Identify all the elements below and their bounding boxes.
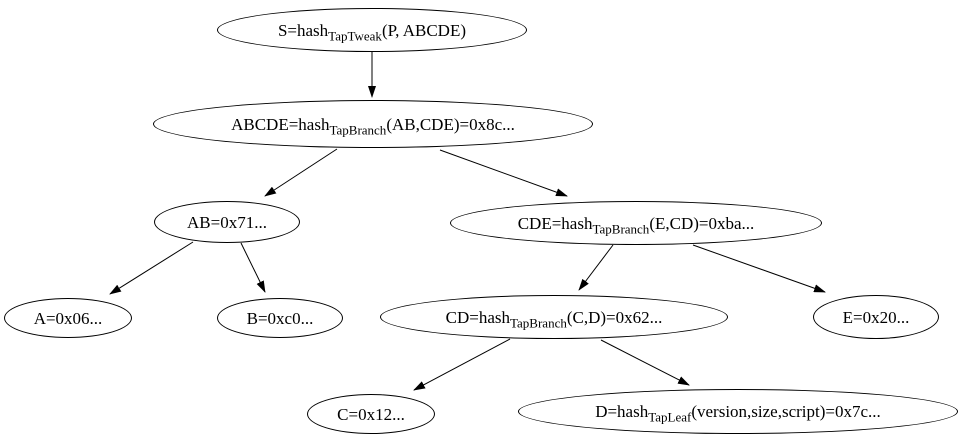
edge-CDE-CD: [578, 244, 614, 291]
edge-CD-C: [413, 338, 511, 391]
node-C-label: C=0x12...: [337, 404, 405, 424]
node-AB-label: AB=0x71...: [187, 212, 267, 232]
node-CD: CD=hashTapBranch(C,D)=0x62...: [380, 295, 728, 339]
node-D: D=hashTapLeaf(version,size,script)=0x7c.…: [518, 389, 958, 434]
edge-ABCDE-CDE: [439, 149, 568, 197]
node-CD-label: CD=hashTapBranch(C,D)=0x62...: [445, 307, 663, 331]
edge-ABCDE-AB: [264, 148, 338, 197]
node-E: E=0x20...: [813, 295, 939, 339]
edge-AB-B: [240, 242, 266, 293]
node-CDE-label: CDE=hashTapBranch(E,CD)=0xba...: [517, 213, 755, 237]
node-S-label: S=hashTapTweak(P, ABCDE): [277, 20, 467, 44]
edge-CD-D: [600, 339, 690, 386]
node-A-label: A=0x06...: [33, 308, 103, 328]
node-CDE: CDE=hashTapBranch(E,CD)=0xba...: [450, 201, 822, 245]
node-ABCDE: ABCDE=hashTapBranch(AB,CDE)=0x8c...: [153, 100, 593, 148]
edge-CDE-E: [692, 244, 826, 293]
node-B-label: B=0xc0...: [246, 308, 314, 328]
node-C: C=0x12...: [307, 394, 435, 434]
node-A: A=0x06...: [4, 298, 132, 338]
node-E-label: E=0x20...: [842, 307, 910, 327]
node-D-label: D=hashTapLeaf(version,size,script)=0x7c.…: [595, 402, 881, 425]
node-B: B=0xc0...: [217, 298, 343, 338]
node-ABCDE-label: ABCDE=hashTapBranch(AB,CDE)=0x8c...: [231, 114, 515, 138]
edge-AB-A: [109, 241, 194, 295]
node-AB: AB=0x71...: [154, 201, 300, 243]
node-S: S=hashTapTweak(P, ABCDE): [217, 8, 527, 52]
